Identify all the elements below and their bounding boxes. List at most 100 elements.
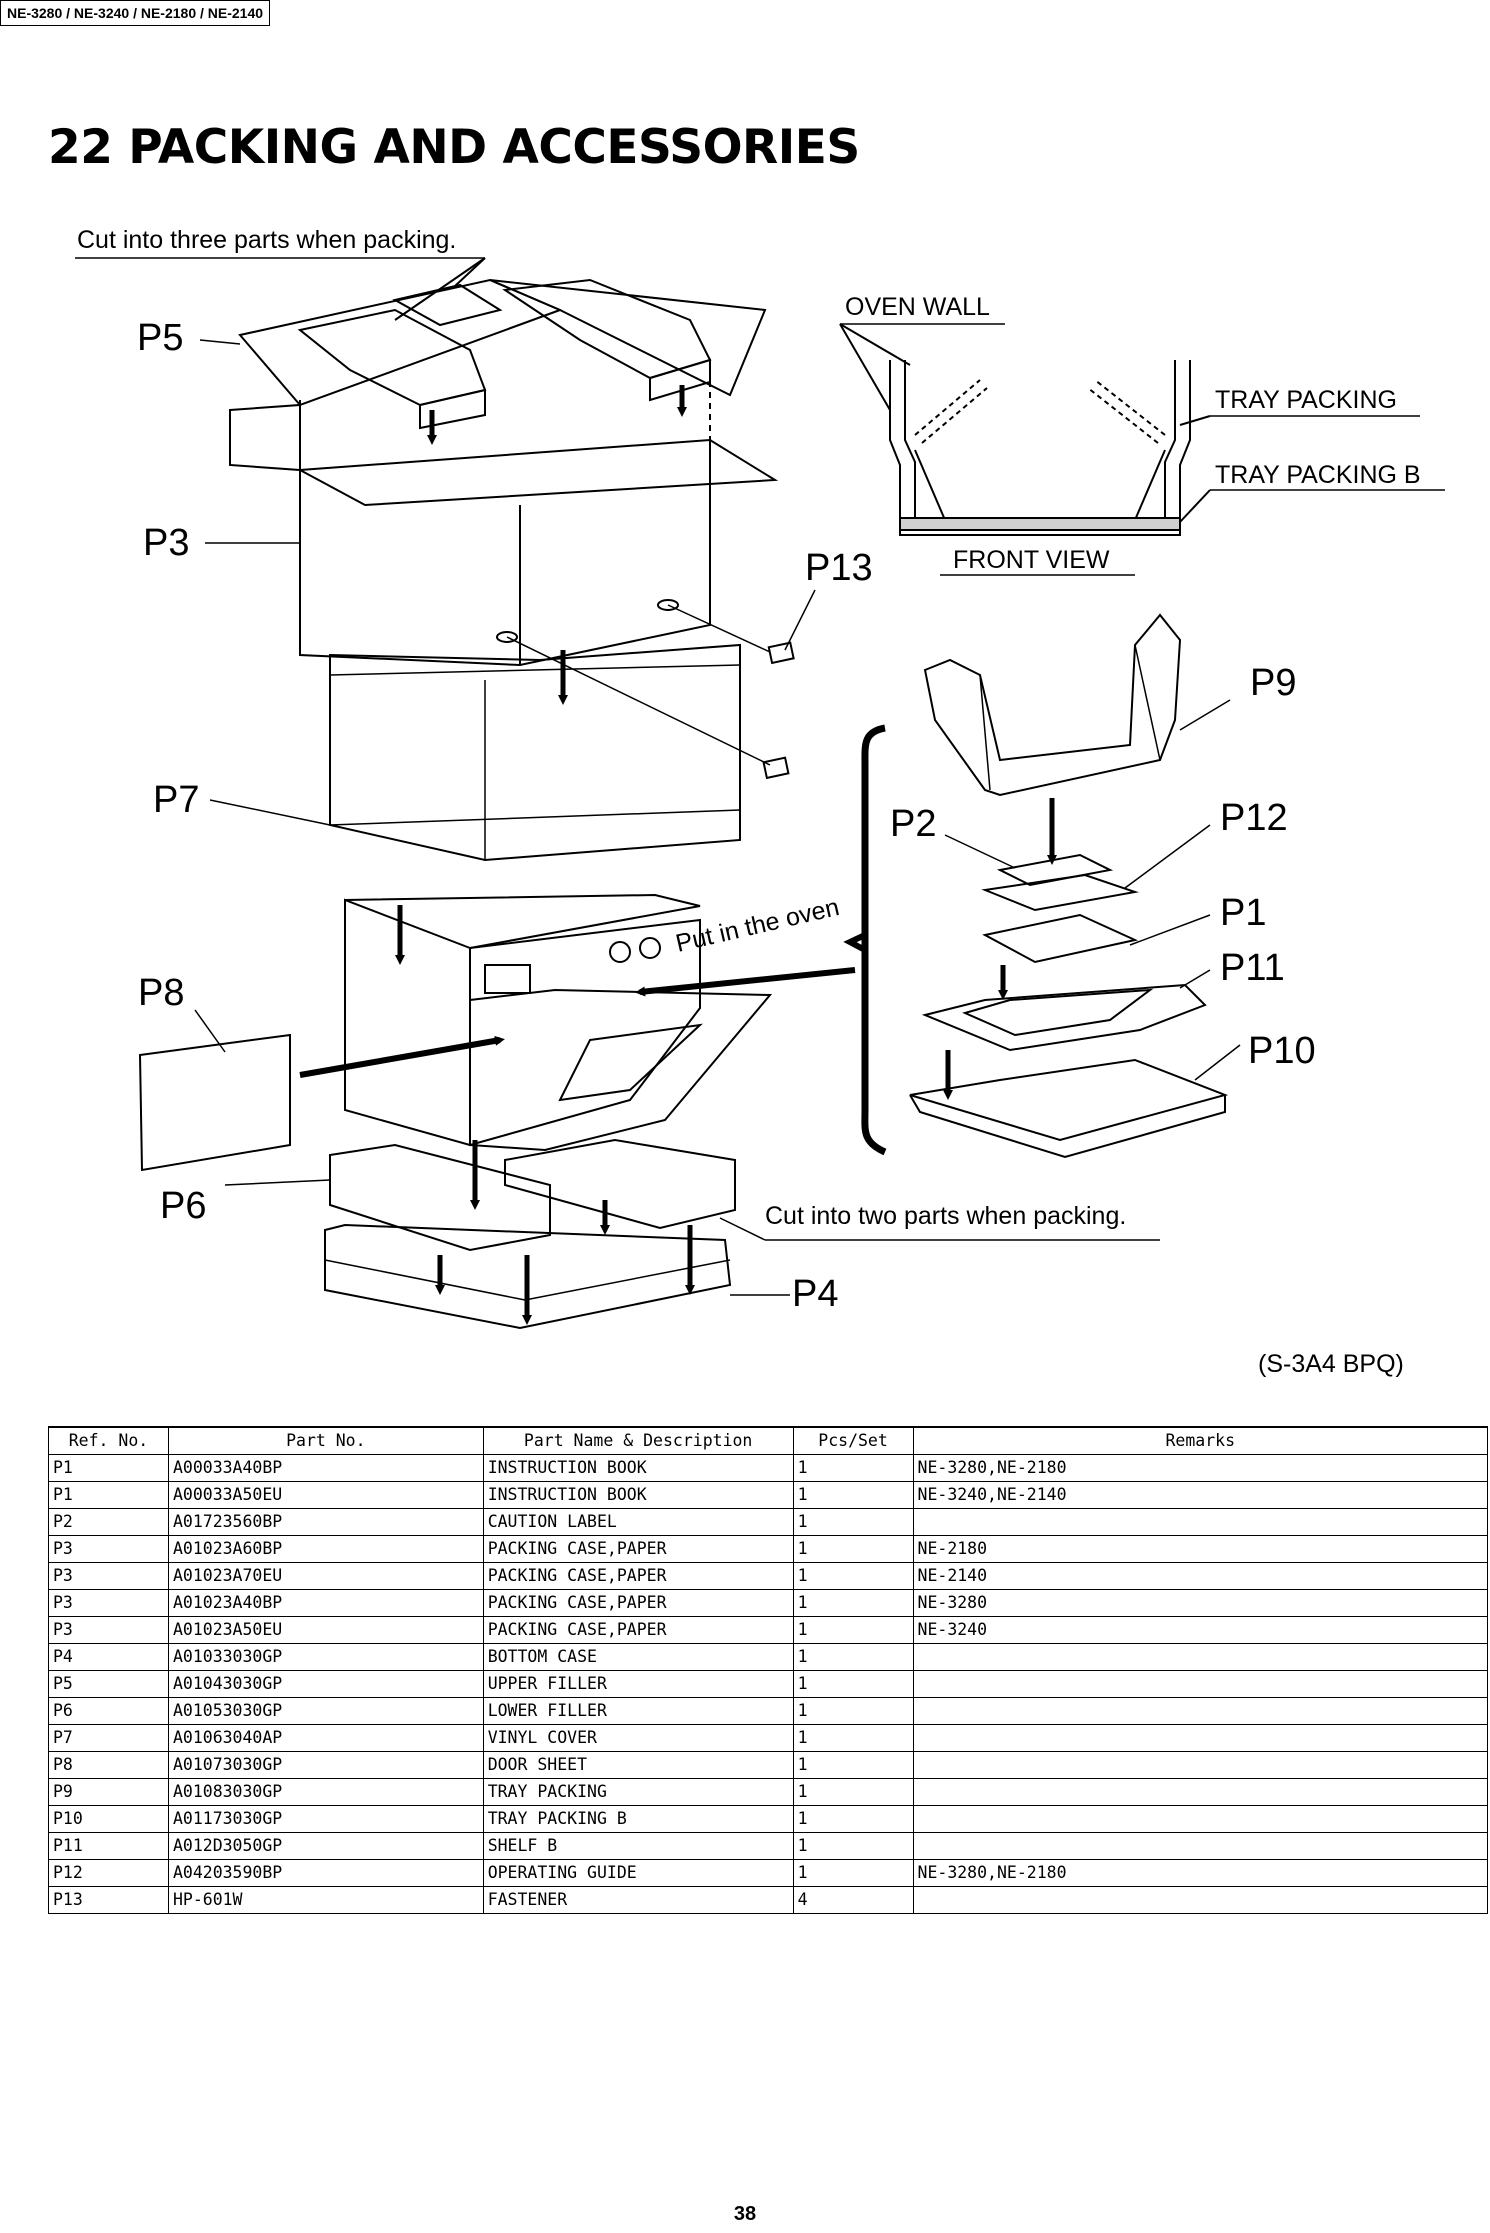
cell-pcs: 1 bbox=[792, 1589, 914, 1617]
caution-label-drawing bbox=[996, 853, 1114, 887]
cell-part-no: A01063040AP bbox=[167, 1724, 484, 1752]
cell-remarks: NE-3240 bbox=[912, 1616, 1489, 1644]
cell-part-no: A01043030GP bbox=[167, 1670, 484, 1698]
cell-ref: P3 bbox=[48, 1616, 169, 1644]
label-p9: P9 bbox=[1250, 662, 1296, 704]
cell-pcs: 1 bbox=[792, 1535, 914, 1563]
cell-remarks bbox=[912, 1670, 1489, 1698]
diagram-labels: P5 P3 P13 P7 P8 P6 P4 P9 P2 P12 P1 P11 P… bbox=[137, 293, 1421, 1378]
packing-case-drawing bbox=[229, 278, 779, 667]
cell-part-no: A01023A70EU bbox=[167, 1562, 484, 1590]
cell-remarks bbox=[912, 1724, 1489, 1752]
diagram-code: (S-3A4 BPQ) bbox=[1258, 1350, 1404, 1378]
cell-part-no: A01033030GP bbox=[167, 1643, 484, 1671]
cell-ref: P7 bbox=[48, 1724, 169, 1752]
cell-part-no: A01083030GP bbox=[167, 1778, 484, 1806]
cell-ref: P1 bbox=[48, 1454, 169, 1482]
cell-remarks bbox=[912, 1886, 1489, 1914]
instruction-book-drawing bbox=[982, 913, 1139, 964]
cell-description: INSTRUCTION BOOK bbox=[482, 1481, 794, 1509]
cell-description: VINYL COVER bbox=[482, 1724, 794, 1752]
cell-ref: P8 bbox=[48, 1751, 169, 1779]
cell-pcs: 1 bbox=[792, 1805, 914, 1833]
cell-pcs: 1 bbox=[792, 1670, 914, 1698]
oven-drawing bbox=[344, 893, 773, 1152]
cell-remarks bbox=[912, 1697, 1489, 1725]
label-p5: P5 bbox=[137, 317, 183, 359]
cell-pcs: 1 bbox=[792, 1778, 914, 1806]
cell-description: PACKING CASE,PAPER bbox=[482, 1562, 794, 1590]
cell-description: TRAY PACKING B bbox=[482, 1805, 794, 1833]
header-part-no: Part No. bbox=[167, 1426, 484, 1455]
cell-remarks: NE-3240,NE-2140 bbox=[912, 1481, 1489, 1509]
note-cut-three: Cut into three parts when packing. bbox=[77, 226, 456, 254]
label-tray-packing-b: TRAY PACKING B bbox=[1215, 461, 1421, 489]
cell-remarks bbox=[912, 1778, 1489, 1806]
cell-description: BOTTOM CASE bbox=[482, 1643, 794, 1671]
cell-description: PACKING CASE,PAPER bbox=[482, 1616, 794, 1644]
cell-description: UPPER FILLER bbox=[482, 1670, 794, 1698]
label-p7: P7 bbox=[153, 779, 199, 821]
cell-pcs: 1 bbox=[792, 1508, 914, 1536]
cell-part-no: A01023A60BP bbox=[167, 1535, 484, 1563]
cell-part-no: A012D3050GP bbox=[167, 1832, 484, 1860]
cell-ref: P3 bbox=[48, 1535, 169, 1563]
section-title: 22 PACKING AND ACCESSORIES bbox=[48, 120, 860, 175]
upper-filler-drawing bbox=[297, 278, 712, 430]
cell-part-no: A01173030GP bbox=[167, 1805, 484, 1833]
cell-description: TRAY PACKING bbox=[482, 1778, 794, 1806]
door-sheet-drawing bbox=[138, 1033, 291, 1172]
cell-remarks bbox=[912, 1805, 1489, 1833]
packing-diagram: Cut into three parts when packing. bbox=[75, 226, 1445, 1378]
cell-ref: P10 bbox=[48, 1805, 169, 1833]
cell-ref: P11 bbox=[48, 1832, 169, 1860]
header-remarks: Remarks bbox=[912, 1426, 1489, 1455]
cell-ref: P13 bbox=[48, 1886, 169, 1914]
note-put-in-oven: Put in the oven bbox=[673, 893, 842, 958]
label-p4: P4 bbox=[792, 1273, 838, 1315]
label-front-view: FRONT VIEW bbox=[953, 546, 1110, 574]
cell-remarks: NE-2140 bbox=[912, 1562, 1489, 1590]
label-p1: P1 bbox=[1220, 892, 1266, 934]
cell-ref: P12 bbox=[48, 1859, 169, 1887]
cell-part-no: A00033A40BP bbox=[167, 1454, 484, 1482]
label-p11: P11 bbox=[1220, 947, 1285, 989]
cell-pcs: 1 bbox=[792, 1454, 914, 1482]
cell-pcs: 1 bbox=[792, 1832, 914, 1860]
cell-part-no: A01023A40BP bbox=[167, 1589, 484, 1617]
header-pcs-set: Pcs/Set bbox=[792, 1426, 914, 1455]
cell-ref: P3 bbox=[48, 1589, 169, 1617]
cell-pcs: 1 bbox=[792, 1697, 914, 1725]
cell-ref: P6 bbox=[48, 1697, 169, 1725]
cell-description: SHELF B bbox=[482, 1832, 794, 1860]
cell-remarks bbox=[912, 1643, 1489, 1671]
cell-description: PACKING CASE,PAPER bbox=[482, 1589, 794, 1617]
cell-pcs: 1 bbox=[792, 1751, 914, 1779]
page-number: 38 bbox=[733, 2203, 757, 2225]
header-part-name: Part Name & Description bbox=[482, 1426, 794, 1455]
cell-pcs: 1 bbox=[792, 1724, 914, 1752]
cell-part-no: HP-601W bbox=[167, 1886, 484, 1914]
cell-pcs: 1 bbox=[792, 1643, 914, 1671]
label-p6: P6 bbox=[160, 1185, 206, 1227]
parts-table: Ref. No. Part No. Part Name & Descriptio… bbox=[48, 1426, 1489, 1914]
cell-remarks: NE-3280 bbox=[912, 1589, 1489, 1617]
cell-part-no: A00033A50EU bbox=[167, 1481, 484, 1509]
cell-remarks bbox=[912, 1508, 1489, 1536]
cell-ref: P2 bbox=[48, 1508, 169, 1536]
cell-pcs: 1 bbox=[792, 1481, 914, 1509]
cell-remarks: NE-3280,NE-2180 bbox=[912, 1454, 1489, 1482]
table-header-row: Ref. No. Part No. Part Name & Descriptio… bbox=[48, 1426, 1489, 1455]
cell-pcs: 4 bbox=[792, 1886, 914, 1914]
cell-part-no: A04203590BP bbox=[167, 1859, 484, 1887]
cell-part-no: A01053030GP bbox=[167, 1697, 484, 1725]
front-view-drawing bbox=[889, 360, 1191, 536]
cell-pcs: 1 bbox=[792, 1616, 914, 1644]
